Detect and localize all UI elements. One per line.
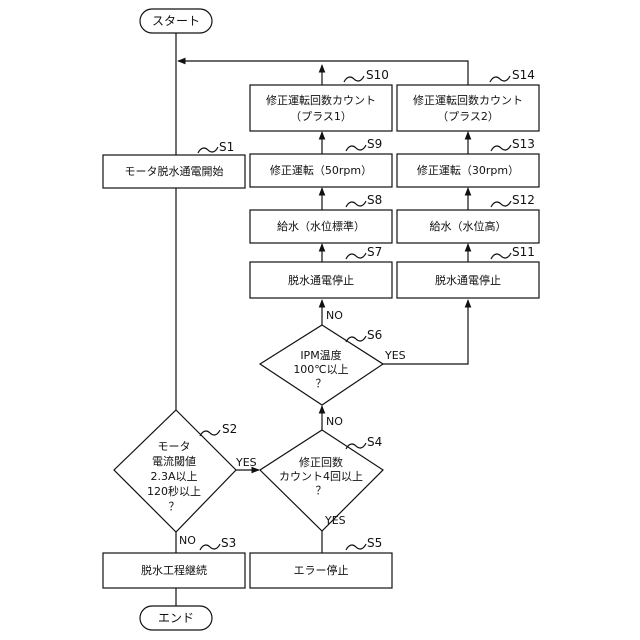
s8-leader bbox=[346, 201, 366, 207]
s6-label: S6 bbox=[367, 328, 382, 342]
decision-s2: モータ 電流閾値 2.3A以上 120秒以上 ？ bbox=[114, 410, 236, 532]
s4-no-label: NO bbox=[326, 415, 343, 428]
s13-label: S13 bbox=[512, 137, 535, 151]
step-s3: 脱水工程継続 bbox=[103, 553, 245, 588]
start-label: スタート bbox=[152, 14, 200, 28]
s3-label: S3 bbox=[221, 536, 236, 550]
step-s12: 給水（水位高） bbox=[397, 210, 539, 243]
s6-text-line-1: IPM温度 bbox=[300, 348, 341, 362]
s7-text: 脱水通電停止 bbox=[288, 273, 354, 287]
s12-text: 給水（水位高） bbox=[430, 219, 507, 233]
step-s11: 脱水通電停止 bbox=[397, 262, 539, 298]
s7-label: S7 bbox=[367, 245, 382, 259]
s11-leader bbox=[491, 253, 511, 259]
s14-text-line-2: （プラス2） bbox=[437, 110, 499, 123]
step-s7: 脱水通電停止 bbox=[250, 262, 392, 298]
s5-leader bbox=[346, 544, 366, 550]
step-s9: 修正運転（50rpm） bbox=[250, 154, 392, 187]
s2-text-line-4: 120秒以上 bbox=[147, 484, 201, 498]
s8-label: S8 bbox=[367, 193, 382, 207]
step-s8: 給水（水位標準） bbox=[250, 210, 392, 243]
s2-leader bbox=[200, 430, 220, 436]
step-s1: モータ脱水通電開始 bbox=[103, 155, 245, 188]
end-label: エンド bbox=[158, 611, 194, 625]
s2-yes-label: YES bbox=[235, 456, 257, 469]
s2-text-line-3: 2.3A以上 bbox=[150, 470, 197, 483]
s14-text-line-1: 修正運転回数カウント bbox=[413, 93, 523, 107]
s4-label: S4 bbox=[367, 435, 382, 449]
step-s13: 修正運転（30rpm） bbox=[397, 154, 539, 187]
decision-s6: IPM温度 100℃以上 ？ bbox=[260, 325, 383, 405]
s6-text-line-2: 100℃以上 bbox=[293, 363, 348, 376]
s8-text: 給水（水位標準） bbox=[277, 219, 365, 233]
s5-text: エラー停止 bbox=[294, 563, 349, 577]
s4-text-line-2: カウント4回以上 bbox=[279, 470, 363, 483]
s14-leader bbox=[490, 76, 510, 82]
s12-leader bbox=[491, 201, 511, 207]
s3-leader bbox=[200, 544, 220, 550]
s12-label: S12 bbox=[512, 193, 535, 207]
s1-label: S1 bbox=[219, 140, 234, 154]
step-s10: 修正運転回数カウント （プラス1） bbox=[250, 85, 392, 131]
s13-leader bbox=[491, 145, 511, 151]
s2-no-label: NO bbox=[179, 534, 196, 547]
step-s5: エラー停止 bbox=[250, 553, 392, 588]
s14-label: S14 bbox=[512, 68, 535, 82]
s6-text-line-3: ？ bbox=[316, 377, 327, 390]
end-terminal: エンド bbox=[140, 606, 212, 630]
s9-leader bbox=[346, 145, 366, 151]
s2-text-line-2: 電流閾値 bbox=[152, 454, 196, 468]
s1-leader bbox=[198, 147, 218, 153]
s11-text: 脱水通電停止 bbox=[435, 273, 501, 287]
s10-text-line-2: （プラス1） bbox=[290, 110, 352, 123]
connector-loop-back bbox=[178, 61, 468, 85]
s2-text-line-5: ？ bbox=[169, 500, 180, 513]
s6-yes-label: YES bbox=[384, 349, 406, 362]
s4-text-line-1: 修正回数 bbox=[299, 455, 343, 469]
s11-label: S11 bbox=[512, 245, 535, 259]
s10-leader bbox=[344, 76, 364, 82]
start-terminal: スタート bbox=[140, 9, 212, 33]
s2-label: S2 bbox=[222, 422, 237, 436]
s4-text-line-3: ？ bbox=[316, 484, 327, 497]
s9-text: 修正運転（50rpm） bbox=[270, 163, 372, 177]
s2-text-line-1: モータ bbox=[158, 440, 191, 453]
step-s14: 修正運転回数カウント （プラス2） bbox=[397, 85, 539, 131]
s1-text: モータ脱水通電開始 bbox=[125, 164, 224, 178]
s10-label: S10 bbox=[366, 68, 389, 82]
s5-label: S5 bbox=[367, 536, 382, 550]
s9-label: S9 bbox=[367, 137, 382, 151]
s7-leader bbox=[346, 253, 366, 259]
s6-leader bbox=[346, 336, 366, 342]
s4-yes-label: YES bbox=[324, 514, 346, 527]
s6-no-label: NO bbox=[326, 309, 343, 322]
s13-text: 修正運転（30rpm） bbox=[417, 163, 519, 177]
s10-text-line-1: 修正運転回数カウント bbox=[266, 93, 376, 107]
s3-text: 脱水工程継続 bbox=[141, 563, 207, 577]
